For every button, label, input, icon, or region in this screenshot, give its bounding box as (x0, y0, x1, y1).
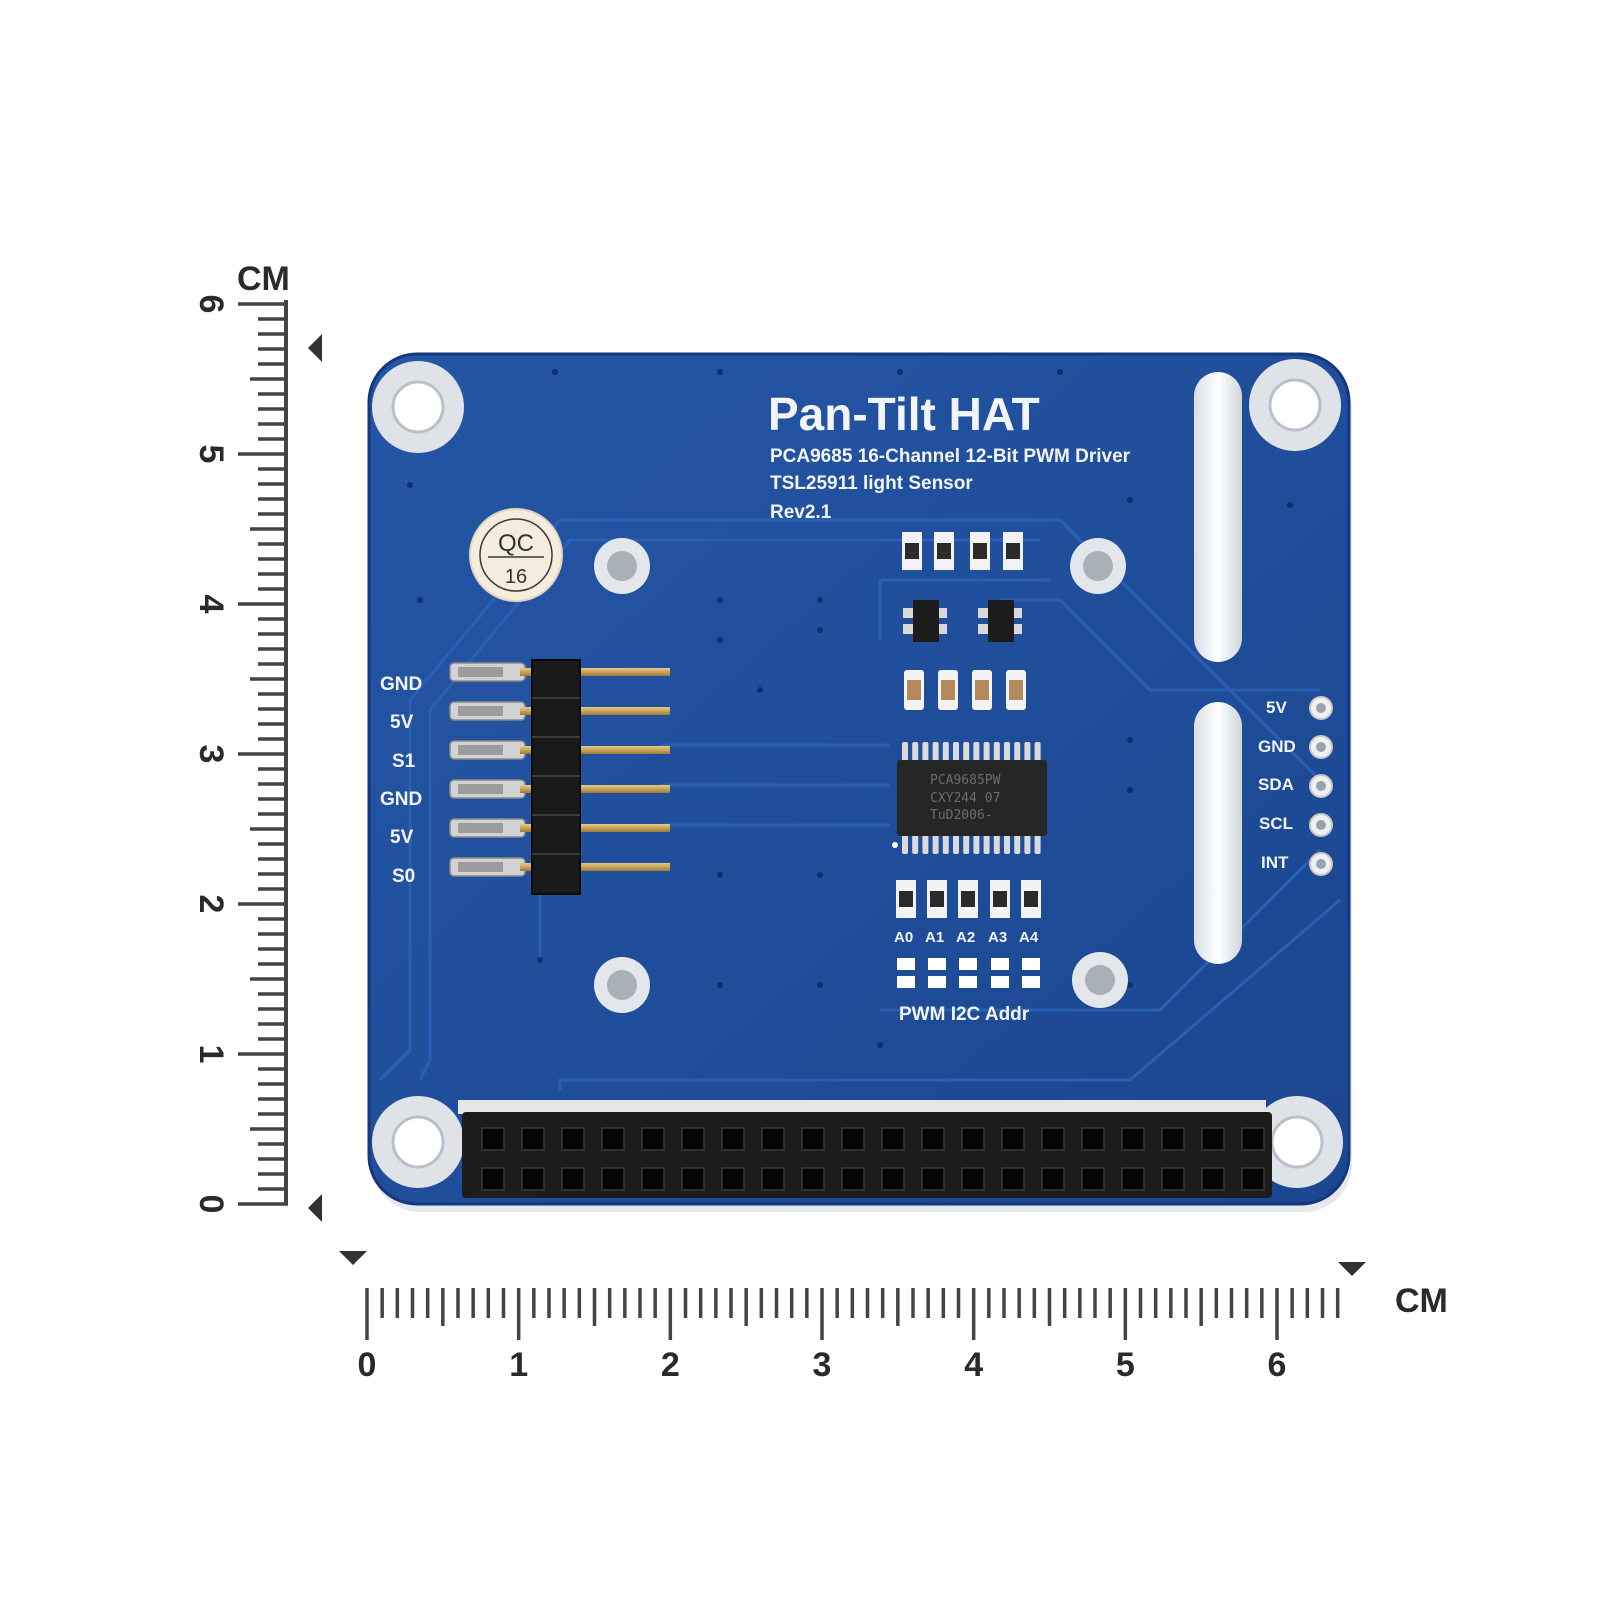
i2c-label-int: INT (1261, 853, 1289, 872)
transistor-1 (903, 600, 947, 642)
chip-marking-1: PCA9685PW (930, 773, 1001, 788)
mounting-hole-top-left (372, 361, 464, 453)
servo-label-5v-2: 5V (390, 827, 414, 848)
vertical-ruler-spine (284, 300, 288, 1205)
horizontal-ruler-number: 0 (358, 1346, 377, 1384)
vertical-ruler-unit: CM (237, 260, 290, 298)
transistor-2 (978, 600, 1022, 642)
board-title: Pan-Tilt HAT (768, 388, 1040, 440)
chip-marking-3: TuD2006- (930, 808, 993, 823)
address-resistors (896, 880, 1041, 918)
servo-label-5v-1: 5V (390, 712, 414, 733)
vertical-ruler-number: 2 (192, 895, 230, 914)
servo-label-gnd-2: GND (380, 789, 422, 810)
servo-label-s0: S0 (392, 866, 415, 887)
horizontal-ruler-ticks (365, 1288, 1340, 1340)
horizontal-ruler-unit: CM (1395, 1282, 1448, 1320)
horizontal-ruler-number: 1 (509, 1346, 528, 1384)
qc-sticker-bottom: 16 (505, 566, 527, 588)
gpio-header-40pin (458, 1100, 1272, 1198)
vertical-bottom-marker-icon (308, 1194, 322, 1222)
vertical-ruler-number: 0 (192, 1195, 230, 1214)
vertical-ruler: CM 0 1 2 3 4 5 6 (192, 260, 322, 1222)
addr-label-a1: A1 (925, 929, 944, 946)
vertical-ruler-number: 4 (192, 595, 230, 614)
smd-capacitors (904, 670, 1026, 710)
vertical-ruler-number: 1 (192, 1045, 230, 1064)
addr-label-a0: A0 (894, 929, 913, 946)
mounting-hole-top-right (1249, 359, 1341, 451)
servo-pin-header (449, 659, 670, 895)
board-slot-bottom (1194, 702, 1242, 964)
addr-label-a4: A4 (1019, 929, 1039, 946)
horizontal-ruler-number: 2 (661, 1346, 680, 1384)
horizontal-ruler-numbers: 0 1 2 3 4 5 6 (358, 1346, 1287, 1384)
addr-label-a3: A3 (988, 929, 1007, 946)
i2c-pads (1309, 696, 1333, 876)
address-jumpers (897, 958, 1040, 988)
inner-hole-3 (594, 957, 650, 1013)
board-subtitle-1: PCA9685 16-Channel 12-Bit PWM Driver (770, 446, 1131, 467)
horizontal-left-marker-icon (339, 1251, 367, 1265)
horizontal-ruler: CM 0 1 2 3 4 5 6 (339, 1251, 1448, 1384)
board-subtitle-2: TSL25911 light Sensor (770, 473, 973, 494)
board-subtitle-3: Rev2.1 (770, 502, 832, 523)
vertical-ruler-number: 5 (192, 445, 230, 464)
vertical-ruler-number: 6 (192, 295, 230, 314)
i2c-label-gnd: GND (1258, 737, 1296, 756)
vertical-ruler-number: 3 (192, 745, 230, 764)
i2c-label-5v: 5V (1266, 698, 1287, 717)
servo-label-s1: S1 (392, 751, 416, 772)
qc-sticker-top: QC (498, 530, 534, 557)
vertical-ruler-numbers: 0 1 2 3 4 5 6 (192, 295, 230, 1214)
mounting-hole-bottom-left (372, 1096, 464, 1188)
pca9685-chip: PCA9685PW CXY244 07 TuD2006- (892, 742, 1047, 854)
horizontal-ruler-number: 6 (1268, 1346, 1287, 1384)
inner-hole-2 (1070, 538, 1126, 594)
chip-marking-2: CXY244 07 (930, 791, 1000, 806)
i2c-label-scl: SCL (1259, 814, 1293, 833)
pcb-board: Pan-Tilt HAT PCA9685 16-Channel 12-Bit P… (367, 352, 1352, 1212)
vertical-top-marker-icon (308, 334, 322, 362)
horizontal-right-marker-icon (1338, 1262, 1366, 1276)
addr-label-a2: A2 (956, 929, 975, 946)
board-slot-top (1194, 372, 1242, 662)
servo-label-gnd-1: GND (380, 674, 422, 695)
inner-hole-1 (594, 538, 650, 594)
vertical-ruler-ticks (238, 302, 288, 1206)
horizontal-ruler-number: 5 (1116, 1346, 1135, 1384)
qc-sticker: QC 16 (469, 508, 563, 602)
i2c-label-sda: SDA (1258, 775, 1294, 794)
horizontal-ruler-number: 3 (813, 1346, 832, 1384)
inner-hole-4 (1072, 952, 1128, 1008)
horizontal-ruler-number: 4 (964, 1346, 983, 1384)
address-caption: PWM I2C Addr (899, 1004, 1030, 1025)
smd-resistors-top (902, 532, 1023, 570)
pcb-traces (378, 518, 1341, 1090)
